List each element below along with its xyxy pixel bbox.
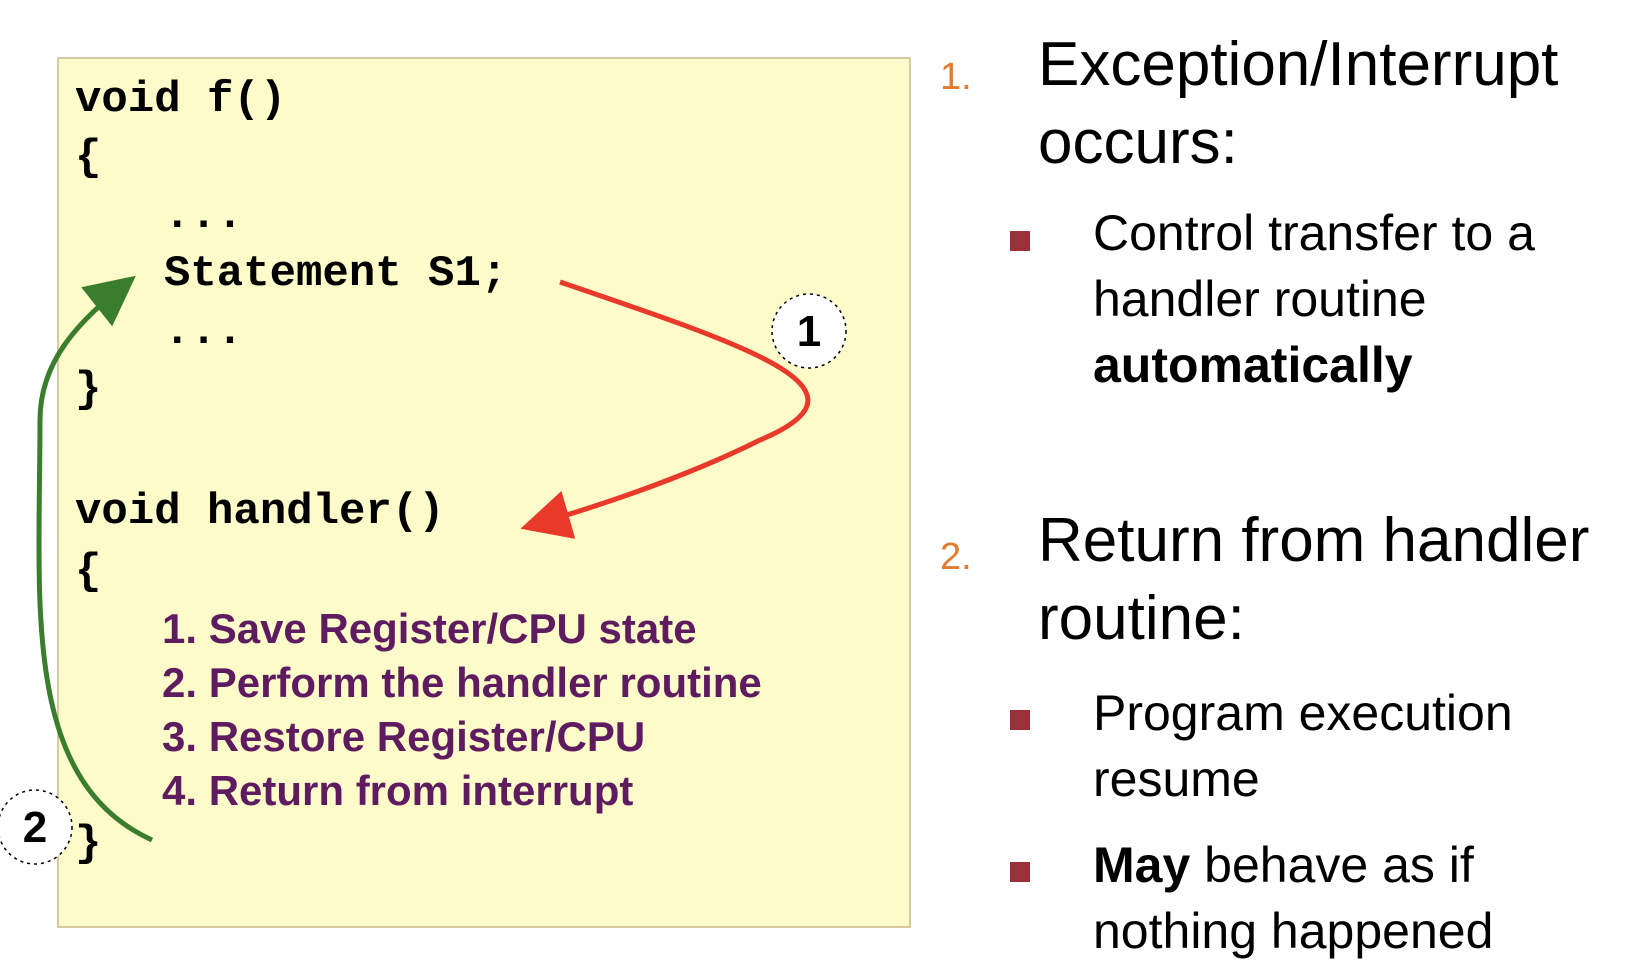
handler-close-brace: } — [75, 819, 102, 869]
bullet-square — [1010, 862, 1030, 882]
point-1-heading-line1: Exception/Interrupt — [1038, 30, 1559, 99]
point-1-bullet-1-line1: Control transfer to a — [1093, 205, 1535, 261]
emphasis-may: May — [1093, 837, 1191, 893]
point-2-bullet-2-line1-rest: behave as if — [1190, 837, 1474, 893]
point-1-bullet-1-line2: handler routine — [1093, 271, 1427, 327]
bullet-square — [1010, 710, 1030, 730]
step-marker-2-label: 2 — [23, 803, 47, 852]
handler-open-brace: { — [75, 547, 102, 597]
f-ellipsis-top: ... — [164, 191, 244, 241]
f-statement-s1: Statement S1; — [164, 249, 508, 299]
f-open-brace: { — [75, 133, 102, 183]
code-panel — [57, 57, 911, 928]
arrow-return — [36, 275, 154, 843]
handler-step: 1. Save Register/CPU state — [162, 605, 697, 652]
f-signature: void f() — [75, 75, 287, 125]
point-2-bullet-1-line1: Program execution — [1093, 685, 1513, 741]
point-1-number: 1. — [940, 56, 972, 98]
point-2-bullet-2-line1: May behave as if — [1093, 832, 1474, 898]
handler-signature: void handler() — [75, 487, 445, 537]
step-marker-1: 1 — [771, 293, 847, 369]
handler-step: 2. Perform the handler routine — [162, 659, 762, 706]
handler-step: 4. Return from interrupt — [162, 767, 634, 814]
bullet-square — [1010, 231, 1030, 251]
f-close-brace: } — [75, 365, 102, 415]
emphasis-automatically: automatically — [1093, 337, 1413, 393]
step-marker-1-label: 1 — [797, 307, 821, 356]
point-2-heading-line2: routine: — [1038, 584, 1245, 653]
point-2-bullet-1-line2: resume — [1093, 751, 1260, 807]
point-2-heading-line1: Return from handler — [1038, 506, 1590, 575]
f-ellipsis-bottom: ... — [164, 307, 244, 357]
step-marker-2: 2 — [0, 789, 73, 865]
point-2-bullet-2-line2: nothing happened — [1093, 903, 1494, 959]
handler-step: 3. Restore Register/CPU — [162, 713, 646, 760]
arrow-to-handler — [520, 279, 811, 539]
point-1-heading-line2: occurs: — [1038, 108, 1238, 177]
point-2-number: 2. — [940, 536, 972, 578]
point-1-bullet-1-line3: automatically — [1093, 332, 1413, 398]
